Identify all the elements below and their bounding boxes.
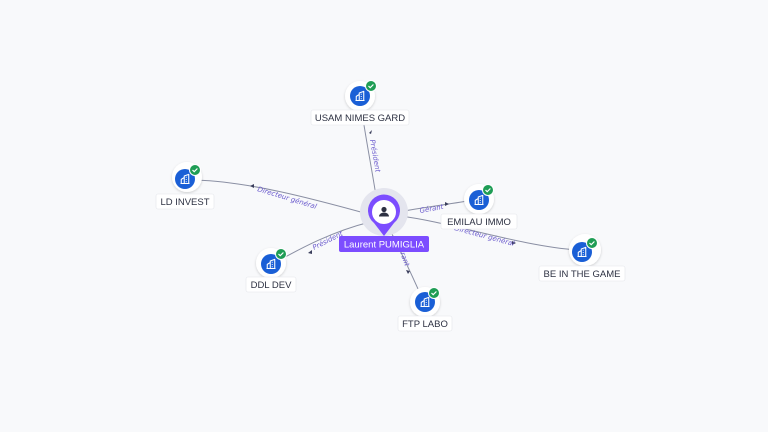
company-node-emilau-immo[interactable]: EMILAU IMMO xyxy=(440,184,518,230)
company-node-ld-invest[interactable]: LD INVEST xyxy=(155,162,215,210)
verified-check-icon xyxy=(482,184,494,196)
company-node-ddl-dev[interactable]: DDL DEV xyxy=(245,248,297,293)
arrow-head xyxy=(406,270,410,274)
company-name: BE IN THE GAME xyxy=(544,269,621,280)
company-name: USAM NIMES GARD xyxy=(315,113,405,124)
company-node-usam-nimes-gard[interactable]: USAM NIMES GARD xyxy=(310,80,410,126)
arrow-head xyxy=(512,241,516,245)
verified-check-icon xyxy=(365,80,377,92)
edge-label-emilau-immo: Gérant xyxy=(419,203,444,215)
arrow-head xyxy=(250,184,254,188)
company-icon-badge xyxy=(350,86,370,106)
center-person-node[interactable]: Laurent PUMIGLIA xyxy=(339,188,429,252)
company-node-ftp-labo[interactable]: FTP LABO xyxy=(397,287,453,332)
verified-check-icon xyxy=(428,287,440,299)
person-icon xyxy=(379,206,389,217)
edge-be-in-the-game xyxy=(399,215,579,251)
company-icon-badge xyxy=(469,190,489,210)
company-icon-badge xyxy=(175,169,195,189)
company-node-be-in-the-game[interactable]: BE IN THE GAME xyxy=(538,234,626,282)
company-name: LD INVEST xyxy=(160,197,209,208)
arrow-head xyxy=(308,250,312,254)
company-name: EMILAU IMMO xyxy=(447,217,511,228)
company-icon-badge xyxy=(261,254,281,274)
company-name: DDL DEV xyxy=(251,280,292,291)
company-icon-badge xyxy=(572,242,592,262)
edge-label-usam-nimes-gard: Président xyxy=(368,139,382,173)
arrow-head xyxy=(445,202,449,206)
company-name: FTP LABO xyxy=(402,319,448,330)
arrow-head xyxy=(369,130,372,134)
verified-check-icon xyxy=(586,237,598,249)
center-person-name: Laurent PUMIGLIA xyxy=(344,240,425,251)
edge-ld-invest xyxy=(195,179,369,215)
verified-check-icon xyxy=(189,164,201,176)
verified-check-icon xyxy=(275,248,287,260)
